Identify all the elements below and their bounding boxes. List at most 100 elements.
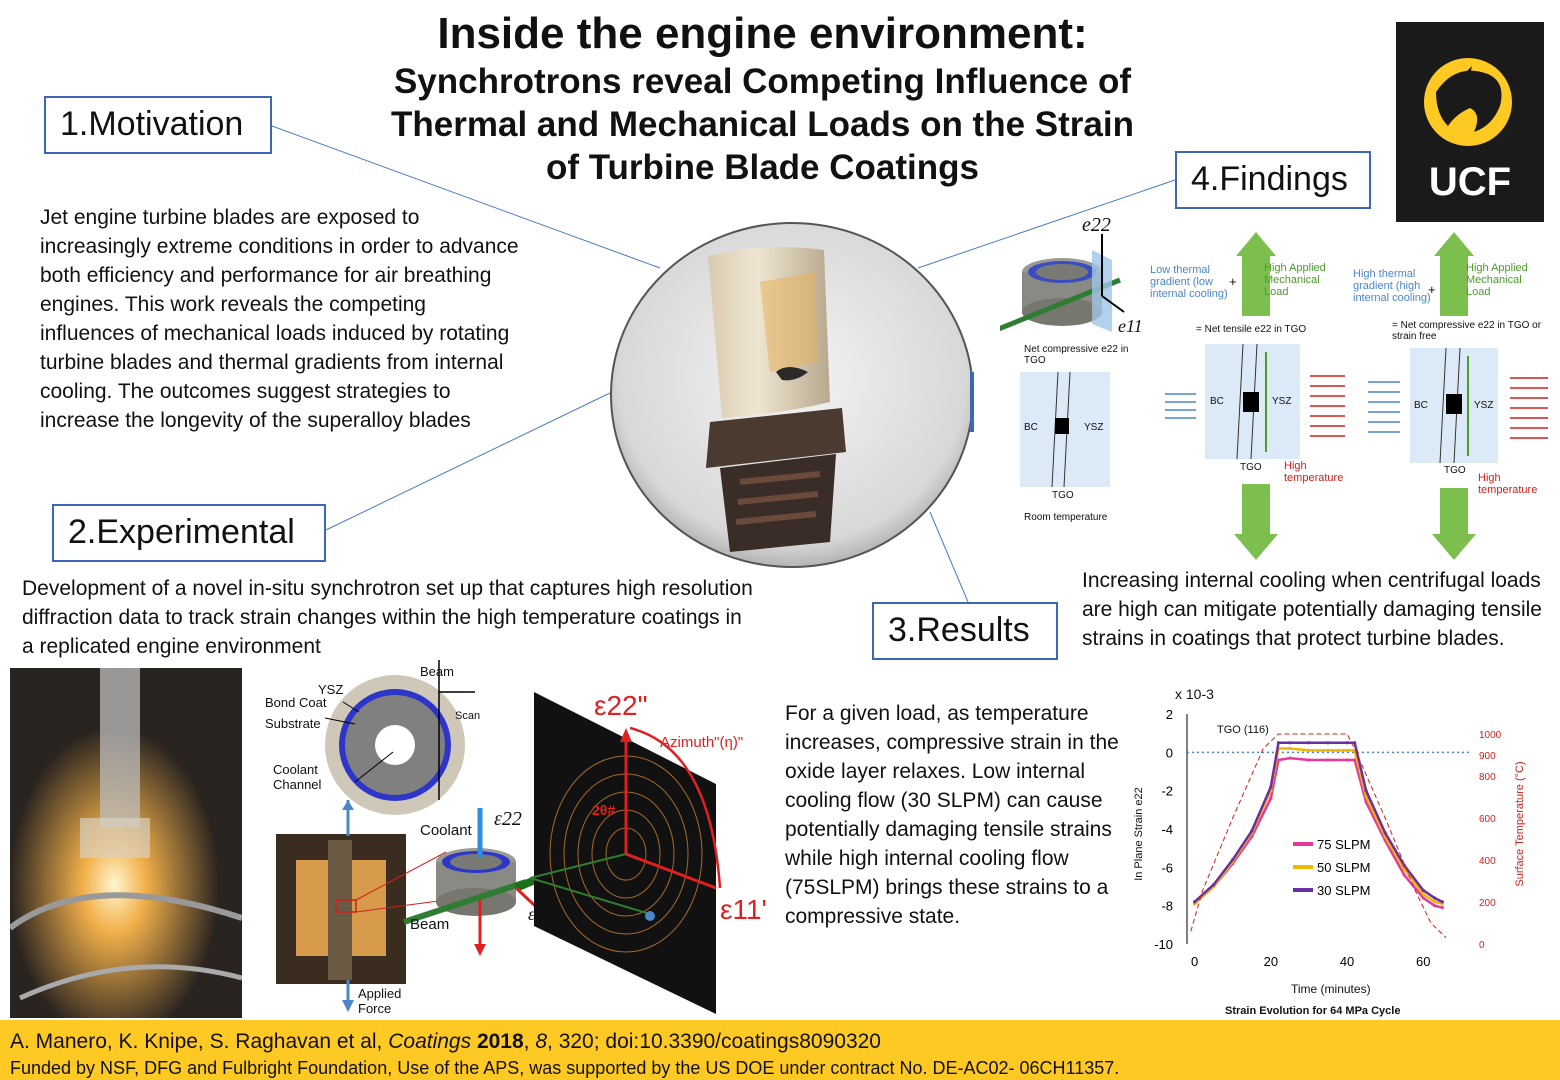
y-tick-label: -4 xyxy=(1161,822,1173,837)
data-point xyxy=(1440,900,1444,904)
data-point xyxy=(1353,741,1357,745)
chart-title: Strain Evolution for 64 MPa Cycle xyxy=(1225,1005,1401,1017)
data-point xyxy=(1421,896,1425,900)
citation: A. Manero, K. Knipe, S. Raghavan et al, … xyxy=(10,1030,881,1053)
ysz-label: YSZ xyxy=(318,682,344,697)
data-point xyxy=(1345,748,1349,753)
poster-subtitle: Synchrotrons reveal Competing Influence … xyxy=(391,62,1134,187)
data-point xyxy=(1421,892,1425,896)
footer: A. Manero, K. Knipe, S. Raghavan et al, … xyxy=(0,1020,1560,1080)
legend-label: 50 SLPM xyxy=(1317,860,1370,875)
e22-label: e22 xyxy=(1082,214,1111,236)
y2-tick-label: 1000 xyxy=(1479,730,1502,741)
poster-title: Inside the engine environment: xyxy=(437,9,1088,58)
funding-text: Funded by NSF, DFG and Fulbright Foundat… xyxy=(10,1058,1120,1078)
cross-section-diagram: Beam YSZ Bond Coat Substrate Scan Coolan… xyxy=(265,660,505,830)
eps22-label: ε22 xyxy=(494,808,522,830)
y-tick-label: -2 xyxy=(1161,784,1173,799)
data-point xyxy=(1433,896,1437,900)
data-point xyxy=(1364,800,1368,804)
net-comp-free-label: = Net compressive e22 in TGO or strain f… xyxy=(1392,320,1542,342)
turbine-blade-image xyxy=(610,222,974,568)
experimental-text: Development of a novel in-situ synchrotr… xyxy=(22,577,753,658)
lab-setup-photo xyxy=(8,668,243,1018)
data-point xyxy=(1231,858,1235,862)
data-point xyxy=(1288,741,1292,745)
data-point xyxy=(1326,758,1330,762)
data-point xyxy=(1440,905,1444,910)
tgo-label-1: TGO xyxy=(1052,490,1074,501)
two-theta-label: 2θ# xyxy=(592,802,616,818)
data-point xyxy=(1402,873,1406,877)
legend-label: 30 SLPM xyxy=(1317,883,1370,898)
ysz-label-1: YSZ xyxy=(1084,422,1104,433)
x-tick-label: 0 xyxy=(1191,954,1198,969)
data-point xyxy=(1383,831,1387,835)
data-point xyxy=(1307,758,1311,762)
ysz-label-2: YSZ xyxy=(1272,396,1292,407)
y-tick-label: -8 xyxy=(1161,899,1173,914)
scan-label: Scan xyxy=(455,710,481,722)
test-rig-diagram: Coolant ε22 ε11 Beam Applied Force xyxy=(276,800,621,1018)
x-tick-label: 20 xyxy=(1264,954,1278,969)
y-axis-label: In Plane Strain e22 xyxy=(1133,787,1145,881)
azimuth-label: Azimuth"(η)" xyxy=(660,734,744,751)
motivation-heading: 1.Motivation xyxy=(44,96,272,154)
logo-text: UCF xyxy=(1428,160,1512,204)
net-tensile-label: = Net tensile e22 in TGO xyxy=(1196,324,1307,335)
low-gradient-label: Low thermal gradient (low internal cooli… xyxy=(1150,264,1228,300)
net-compressive-label: Net compressive e22 in TGO xyxy=(1024,344,1129,366)
results-text: For a given load, as temperature increas… xyxy=(785,702,1119,928)
y2-tick-label: 600 xyxy=(1479,814,1496,825)
series-line xyxy=(1193,747,1443,905)
plus-1: + xyxy=(1229,274,1237,289)
motivation-text: Jet engine turbine blades are exposed to… xyxy=(40,206,519,432)
bc-label-1: BC xyxy=(1024,422,1038,433)
data-point xyxy=(1276,741,1281,745)
data-point xyxy=(1288,756,1292,760)
findings-diagram: e22 e11 Net compressive e22 in TGO BC YS… xyxy=(995,212,1550,567)
coolant-label: Coolant xyxy=(420,822,472,839)
multiplier-label: x 10-3 xyxy=(1175,686,1214,702)
x-axis-label: Time (minutes) xyxy=(1291,982,1371,996)
data-point xyxy=(1250,829,1254,833)
data-point xyxy=(1326,748,1330,753)
high-load-label-1: High Applied Mechanical Load xyxy=(1264,262,1326,298)
room-temp-label: Room temperature xyxy=(1024,512,1108,523)
beam-top-label: Beam xyxy=(420,664,454,679)
diffraction-pattern: ε22" Azimuth"(η)" 2θ# ε11' xyxy=(529,688,770,1018)
y-tick-label: 0 xyxy=(1166,745,1173,760)
findings-text: Increasing internal cooling when centrif… xyxy=(1082,569,1542,650)
data-point xyxy=(1433,900,1437,904)
ysz-label-3: YSZ xyxy=(1474,400,1494,411)
data-point xyxy=(1353,758,1357,762)
data-point xyxy=(1288,746,1292,751)
data-point xyxy=(1364,794,1368,799)
results-heading: 3.Results xyxy=(872,602,1058,660)
high-temp-label-1: High temperature xyxy=(1284,460,1344,484)
data-point xyxy=(1364,789,1368,793)
ucf-logo: UCF xyxy=(1396,22,1544,222)
data-point xyxy=(1193,900,1197,904)
x-tick-label: 60 xyxy=(1416,954,1430,969)
data-point xyxy=(1212,882,1216,887)
x-tick-label: 40 xyxy=(1340,954,1354,969)
coolant-channel-label: Coolant Channel xyxy=(273,762,322,792)
plus-2: + xyxy=(1428,282,1436,297)
high-gradient-label: High thermal gradient (high internal coo… xyxy=(1353,268,1431,304)
y2-tick-label: 900 xyxy=(1479,751,1496,762)
data-point xyxy=(1307,748,1311,753)
e11-label: e11 xyxy=(1118,316,1143,336)
legend-label: 75 SLPM xyxy=(1317,837,1370,852)
high-load-label-2: High Applied Mechanical Load xyxy=(1466,262,1528,298)
data-point xyxy=(1345,741,1349,745)
bc-label-2: BC xyxy=(1210,396,1224,407)
high-temp-label-2: High temperature xyxy=(1478,472,1538,496)
y2-tick-label: 400 xyxy=(1479,856,1496,867)
data-point xyxy=(1421,888,1425,892)
series-line xyxy=(1190,733,1447,939)
findings-heading: 4.Findings xyxy=(1175,151,1371,209)
